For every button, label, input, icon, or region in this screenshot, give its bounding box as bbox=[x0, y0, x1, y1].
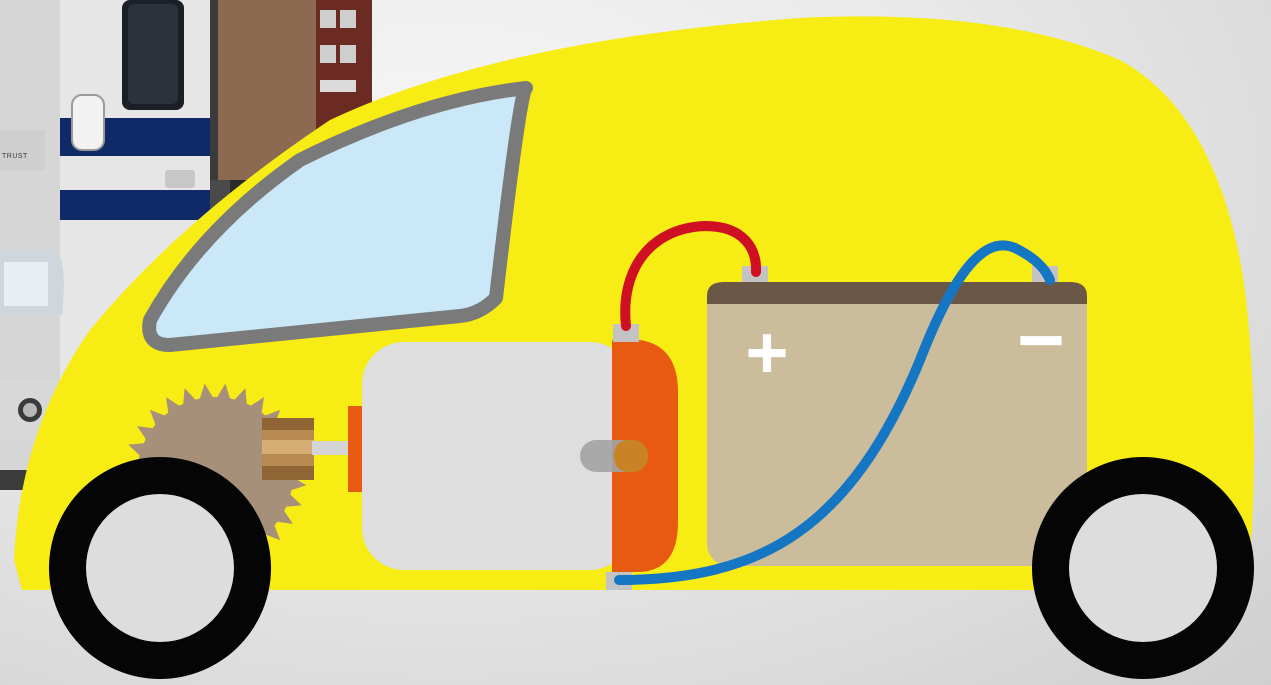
pinion-gear bbox=[262, 418, 314, 480]
rear-wheel bbox=[1032, 457, 1254, 679]
vehicle-badge: TRUST bbox=[2, 153, 28, 160]
front-wheel bbox=[49, 457, 271, 679]
motor-brush-cap bbox=[614, 440, 648, 472]
motor-shaft bbox=[312, 441, 352, 455]
battery-minus-sign: − bbox=[1017, 295, 1065, 386]
battery-plus-sign: + bbox=[745, 311, 788, 394]
motor-front-flange bbox=[348, 406, 364, 492]
